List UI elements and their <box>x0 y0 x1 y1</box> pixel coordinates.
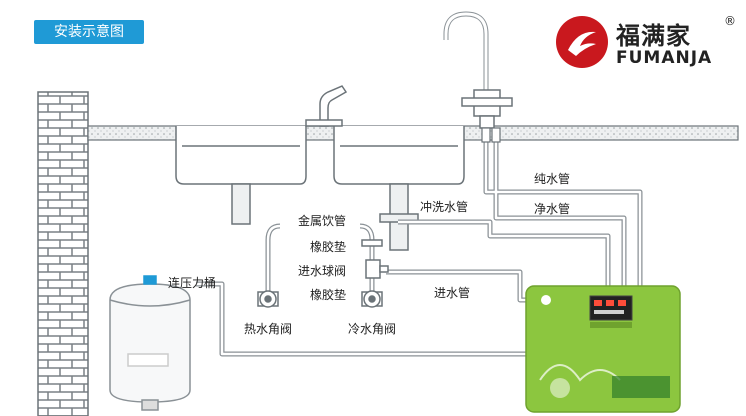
label-inlet-ball-valve: 进水球阀 <box>298 264 347 278</box>
label-pure-water-pipe: 纯水管 <box>534 172 571 186</box>
kitchen-faucet <box>305 85 348 127</box>
purified-faucet <box>443 11 513 129</box>
label-metal-drink-pipe: 金属饮管 <box>298 214 347 228</box>
brick-wall <box>37 91 89 416</box>
brand-name-en: FUMANJA <box>616 48 713 68</box>
label-flush-pipe: 冲洗水管 <box>420 200 469 214</box>
brand-emblem-icon <box>556 16 608 68</box>
faucet-supply <box>481 127 501 143</box>
registered-mark: ® <box>724 14 736 28</box>
label-pressure-tank: 连压力桶 <box>168 276 217 290</box>
label-clean-water-pipe: 净水管 <box>534 202 571 216</box>
label-hot-angle-valve: 热水角阀 <box>244 322 293 336</box>
label-rubber-gasket-bottom: 橡胶垫 <box>310 288 347 302</box>
brand-logo: 福满家 ® FUMANJA <box>556 14 736 70</box>
brand-name-cn: 福满家 <box>616 22 691 50</box>
label-cold-angle-valve: 冷水角阀 <box>348 322 397 336</box>
pressure-tank-drawing <box>109 275 191 411</box>
label-inlet-pipe: 进水管 <box>434 286 471 300</box>
double-sink <box>175 126 465 251</box>
cold-angle-valve <box>361 290 383 308</box>
label-rubber-gasket-top: 橡胶垫 <box>310 240 347 254</box>
diagram-title: 安装示意图 <box>34 20 144 44</box>
water-purifier-drawing <box>525 285 681 413</box>
hot-angle-valve <box>257 290 279 308</box>
inlet-ball-valve <box>361 239 389 279</box>
